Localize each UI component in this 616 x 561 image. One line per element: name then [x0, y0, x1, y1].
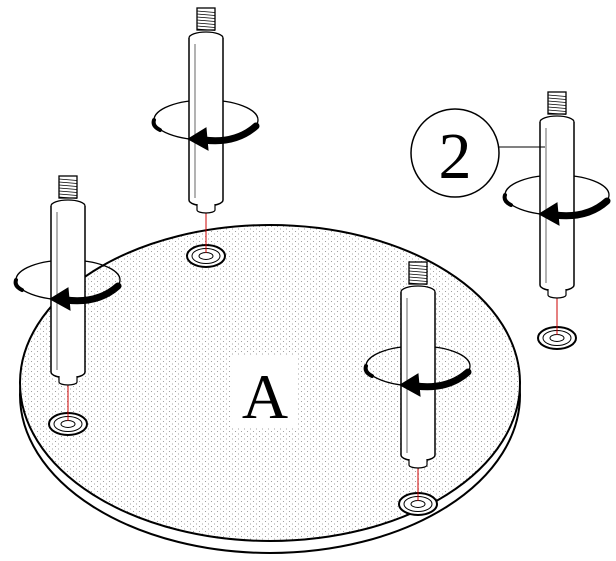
thread-line — [547, 103, 567, 106]
rotation-arrow-tail — [363, 364, 374, 378]
thread-line — [408, 276, 428, 279]
washer-hole — [60, 420, 76, 428]
thread-line — [547, 97, 567, 100]
thread-line — [547, 100, 567, 103]
thread-line — [547, 109, 567, 112]
part-label-a-text: A — [242, 361, 288, 432]
rotation-arrow-shaft — [200, 122, 260, 145]
thread-line — [58, 184, 78, 187]
leg-front-left — [13, 175, 122, 436]
rotation-arrow-tail — [151, 118, 162, 132]
washer-hole — [198, 252, 214, 260]
thread-line — [196, 13, 216, 16]
thread-line — [58, 178, 78, 181]
leg-back-right — [502, 91, 611, 350]
callout-number: 2 — [439, 120, 472, 193]
leg-back-left — [151, 7, 260, 268]
thread-line — [408, 270, 428, 273]
thread-line — [58, 190, 78, 193]
leg-foot — [408, 459, 428, 469]
thread-line — [547, 112, 567, 115]
part-label-a: A — [232, 355, 298, 432]
callout-circle — [410, 108, 500, 198]
thread-line — [58, 187, 78, 190]
washer-hole — [549, 334, 565, 342]
rotation-arrow-head — [399, 373, 421, 397]
rotation-arrow-shaft — [551, 197, 611, 220]
thread-line — [408, 282, 428, 285]
thread-line — [408, 264, 428, 267]
thread-line — [547, 94, 567, 97]
rotation-arrow-head — [538, 202, 560, 226]
thread-line — [408, 267, 428, 270]
thread-line — [196, 10, 216, 13]
legs-layer — [13, 7, 611, 516]
thread-line — [408, 279, 428, 282]
leg-foot — [547, 289, 567, 299]
washer-hole — [410, 500, 426, 508]
rotation-arrow-shaft — [412, 368, 472, 391]
thread-line — [58, 181, 78, 184]
thread-line — [408, 273, 428, 276]
thread-line — [196, 19, 216, 22]
leg-foot — [196, 204, 216, 214]
rotation-arrow-tail — [502, 193, 513, 207]
rotation-arrow-shaft — [62, 282, 122, 305]
leg-body — [188, 38, 224, 207]
thread-line — [196, 22, 216, 25]
thread-line — [58, 193, 78, 196]
leg-front-right — [363, 261, 472, 516]
rotation-arrow-head — [49, 287, 71, 311]
thread-line — [196, 28, 216, 31]
thread-line — [196, 16, 216, 19]
thread-line — [58, 196, 78, 199]
leg-foot — [58, 376, 78, 386]
rotation-arrow-tail — [13, 278, 24, 292]
rotation-arrow-head — [187, 127, 209, 151]
callout-2: 2 — [410, 108, 545, 198]
thread-line — [196, 25, 216, 28]
thread-line — [547, 106, 567, 109]
